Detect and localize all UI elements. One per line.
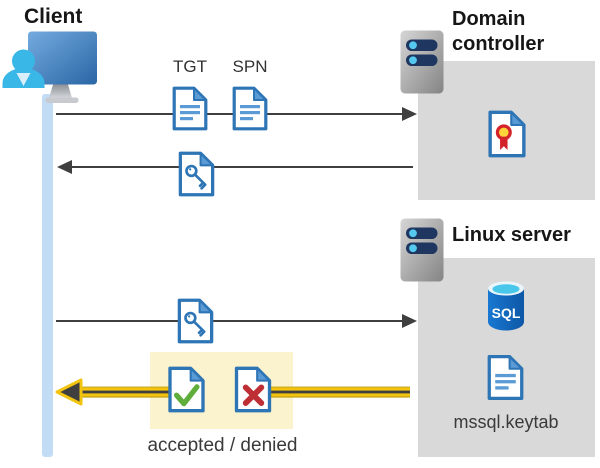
sql-database-icon: SQL — [488, 281, 524, 331]
client-title: Client — [24, 5, 83, 28]
certificate-document-icon — [488, 110, 526, 158]
keytab-document-icon — [487, 354, 524, 401]
present-ticket-arrow-line — [56, 320, 404, 322]
cross-document-icon — [234, 366, 272, 413]
spn-label: SPN — [232, 57, 268, 76]
domain-controller-title: Domain controller — [452, 8, 545, 55]
key-document-icon — [178, 151, 215, 197]
keytab-label: mssql.keytab — [453, 412, 559, 432]
linux-server-title: Linux server — [452, 224, 571, 246]
arrow-left-icon — [57, 160, 72, 174]
server-icon — [400, 30, 444, 94]
client-lifeline — [42, 94, 53, 457]
ticket-response-arrow-line — [71, 166, 413, 168]
user-at-monitor-icon — [2, 31, 97, 103]
request-ticket-arrow-line — [56, 113, 404, 115]
key-document-icon — [177, 298, 214, 344]
sql-badge-text: SQL — [492, 305, 521, 321]
spn-document-icon — [232, 86, 268, 131]
result-arrow-icon — [55, 378, 410, 406]
result-label: accepted / denied — [147, 435, 298, 456]
tgt-document-icon — [172, 86, 208, 131]
arrow-right-icon — [402, 314, 417, 328]
tgt-label: TGT — [173, 57, 207, 76]
check-document-icon — [168, 366, 205, 413]
arrow-right-icon — [402, 107, 417, 121]
server-icon — [400, 218, 444, 282]
